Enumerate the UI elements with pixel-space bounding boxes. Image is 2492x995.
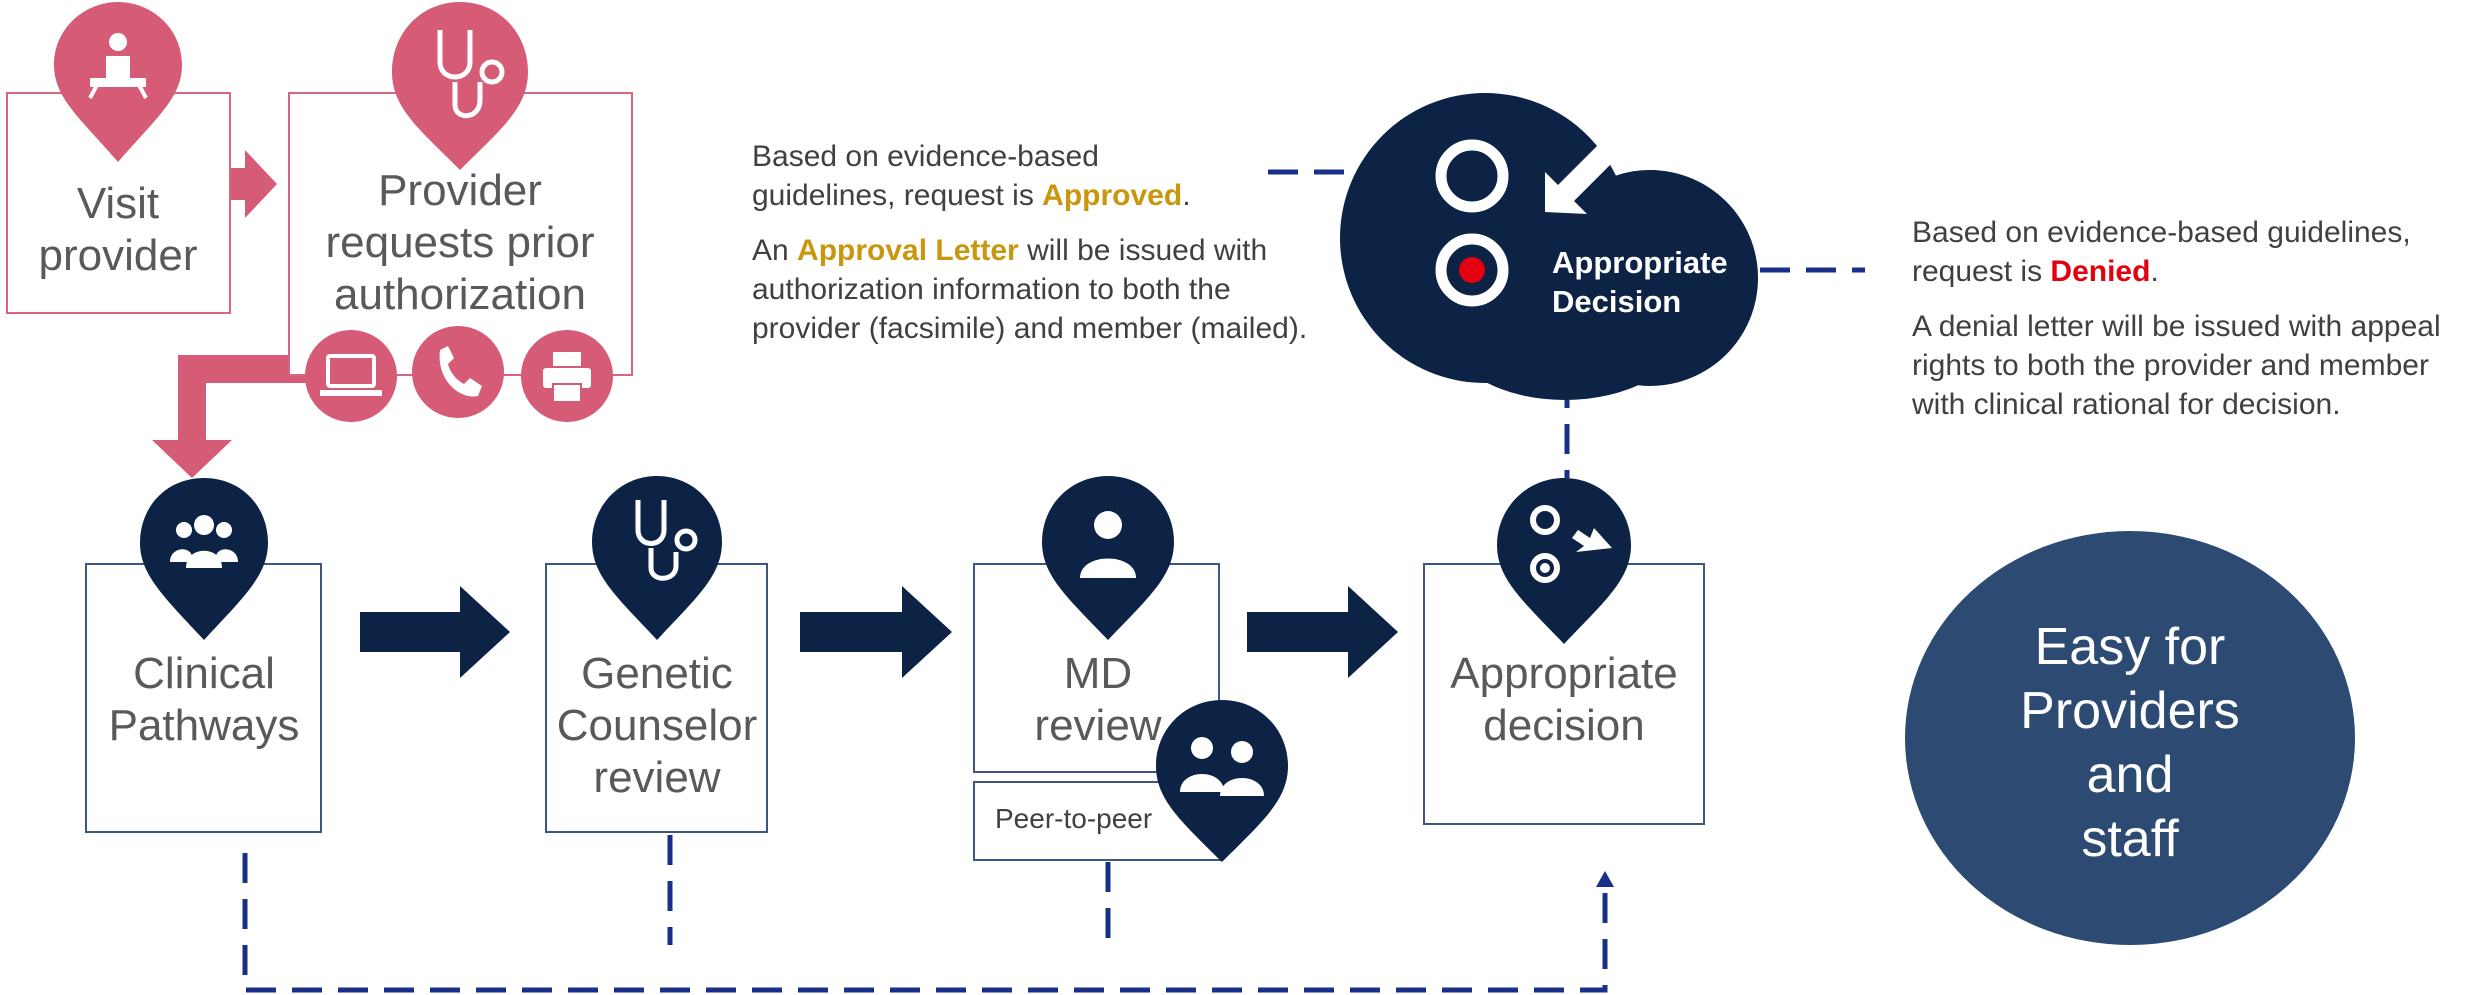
approved-description: Based on evidence-based guidelines, requ…	[752, 137, 1332, 348]
group-icon	[140, 478, 268, 640]
approval-letter-term: Approval Letter	[797, 234, 1019, 267]
text-segment: .	[2150, 255, 2159, 288]
feedback-path	[242, 853, 1608, 993]
arrow-request-to-clinical	[152, 355, 315, 478]
arrow-md-to-decision	[1247, 586, 1398, 678]
laptop-icon	[305, 330, 397, 422]
approved-line: authorization information to both the	[752, 273, 1231, 306]
denied-line: with clinical rational for decision.	[1912, 388, 2341, 421]
genetic-counselor-label: Genetic Counselor review	[548, 648, 766, 804]
decision-options-icon	[1435, 139, 1618, 307]
text-segment: request is	[1912, 255, 2051, 288]
denied-line: Based on evidence-based guidelines,	[1912, 216, 2411, 249]
appropriate-decision-label: Appropriate decision	[1426, 648, 1702, 752]
denied-line: rights to both the provider and member	[1912, 349, 2429, 382]
stethoscope-icon	[592, 476, 722, 640]
flow-arrows	[360, 586, 1398, 678]
visit-provider-label: Visit provider	[20, 178, 216, 282]
denied-description: Based on evidence-based guidelines, requ…	[1912, 213, 2482, 424]
label-line: Counselor	[556, 701, 758, 750]
label-line: Clinical	[133, 649, 275, 698]
label-line: Appropriate	[1552, 245, 1728, 280]
label-line: Appropriate	[1450, 649, 1678, 698]
arrow-clinical-to-genetic	[360, 586, 510, 678]
clinical-pathways-label: Clinical Pathways	[90, 648, 318, 752]
approved-line: An Approval Letter will be issued with	[752, 231, 1332, 270]
peer-to-peer-label: Peer-to-peer	[995, 803, 1153, 834]
label-line: decision	[1483, 701, 1645, 750]
label-line: Decision	[1552, 284, 1682, 319]
label-line: Providers	[2020, 682, 2240, 740]
approved-line: guidelines, request is Approved.	[752, 176, 1332, 215]
denied-line: A denial letter will be issued with appe…	[1912, 310, 2441, 343]
denied-status: Denied	[2050, 255, 2151, 288]
easy-for-providers-label: Easy for Providers and staff	[1960, 615, 2300, 871]
person-at-desk-icon	[54, 2, 182, 162]
feedback-arrowhead	[1596, 871, 1614, 887]
label-line: provider	[38, 231, 198, 280]
md-review-label: MD review	[978, 648, 1218, 752]
approved-line: provider (facsimile) and member (mailed)…	[752, 312, 1308, 345]
denied-line: request is Denied.	[1912, 252, 2482, 291]
stethoscope-icon	[392, 2, 528, 170]
text-segment: An	[752, 234, 798, 267]
label-line: Easy for	[2034, 618, 2226, 676]
printer-icon	[521, 330, 613, 422]
approved-status: Approved	[1042, 179, 1183, 212]
label-line: review	[1034, 701, 1162, 750]
label-line: Pathways	[108, 701, 300, 750]
arrow-visit-to-provider	[215, 150, 277, 218]
provider-request-label: Provider requests prior authorization	[300, 165, 620, 321]
easy-for-providers-circle	[1905, 531, 2355, 945]
label-line: authorization	[334, 270, 586, 319]
approved-line: Based on evidence-based	[752, 140, 1099, 173]
text-segment: will be issued with	[1018, 234, 1268, 267]
text-segment: .	[1182, 179, 1191, 212]
label-line: MD	[1063, 649, 1133, 698]
label-line: staff	[2081, 810, 2179, 868]
label-line: Visit	[76, 179, 160, 228]
pink-arrows	[152, 150, 315, 478]
doctor-icon	[1042, 476, 1174, 640]
two-doctors-icon	[1156, 700, 1288, 862]
text-segment: guidelines, request is	[752, 179, 1043, 212]
label-line: and	[2086, 746, 2174, 804]
label-line: review	[593, 753, 721, 802]
phone-icon	[412, 326, 504, 418]
arrow-genetic-to-md	[800, 586, 952, 678]
label-line: Provider	[378, 166, 542, 215]
label-line: Genetic	[581, 649, 733, 698]
decision-options-icon	[1497, 478, 1631, 644]
label-line: requests prior	[325, 218, 595, 267]
decision-bubble-label: Appropriate Decision	[1552, 243, 1728, 321]
